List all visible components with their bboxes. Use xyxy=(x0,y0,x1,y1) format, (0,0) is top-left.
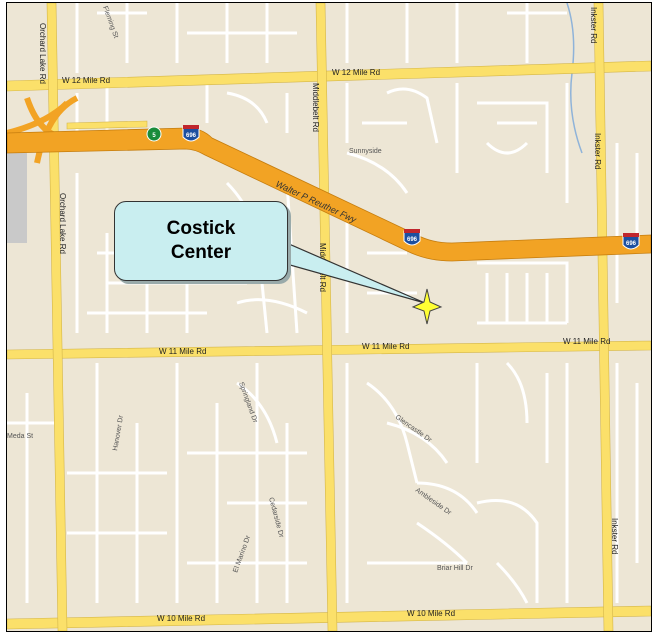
label-w11-center: W 11 Mile Rd xyxy=(362,342,409,351)
map-view[interactable]: 696 696 696 5 Walter P Reuther Fwy W 12 … xyxy=(6,2,652,632)
label-w12-east: W 12 Mile Rd xyxy=(332,68,380,77)
label-meda: Meda St xyxy=(7,433,33,440)
highway-i696 xyxy=(7,127,651,262)
label-briar-hill: Briar Hill Dr xyxy=(437,565,473,572)
svg-text:696: 696 xyxy=(407,237,418,243)
state-route-shield: 5 xyxy=(146,126,162,142)
road-middlebelt xyxy=(315,3,338,631)
svg-text:696: 696 xyxy=(626,241,637,247)
highway-shield-center: 696 xyxy=(403,229,421,246)
highway-shield-right: 696 xyxy=(622,233,640,250)
highway-shield-left: 696 xyxy=(182,125,200,142)
label-w12-west: W 12 Mile Rd xyxy=(62,76,110,85)
label-sunnyside: Sunnyside xyxy=(349,148,382,155)
label-orchard-lake-top: Orchard Lake Rd xyxy=(38,23,47,84)
svg-text:5: 5 xyxy=(152,133,156,139)
road-w12-mile xyxy=(7,60,651,92)
label-inkster-top: Inkster Rd xyxy=(589,7,598,43)
callout-line-1: Costick xyxy=(166,218,236,239)
map-canvas: 696 696 696 5 Walter P Reuther Fwy W 12 … xyxy=(7,3,651,631)
major-roads xyxy=(7,3,651,631)
label-inkster-mid: Inkster Rd xyxy=(593,133,602,169)
location-star-icon[interactable] xyxy=(411,288,443,325)
label-w11-east: W 11 Mile Rd xyxy=(563,337,610,346)
road-inkster xyxy=(593,3,614,631)
label-middlebelt-top: Middlebelt Rd xyxy=(311,83,320,132)
label-w11-west: W 11 Mile Rd xyxy=(159,347,206,356)
svg-text:696: 696 xyxy=(186,133,197,139)
parking-lot xyxy=(7,153,27,243)
label-w10-west: W 10 Mile Rd xyxy=(157,614,205,623)
callout-line-2: Center xyxy=(170,242,232,263)
costick-center-callout[interactable]: Costick Center xyxy=(114,201,288,281)
label-inkster-bottom: Inkster Rd xyxy=(610,518,619,554)
label-w10-east: W 10 Mile Rd xyxy=(407,609,455,618)
road-orchard-lake xyxy=(46,3,68,631)
label-orchard-lake-mid: Orchard Lake Rd xyxy=(58,193,67,254)
